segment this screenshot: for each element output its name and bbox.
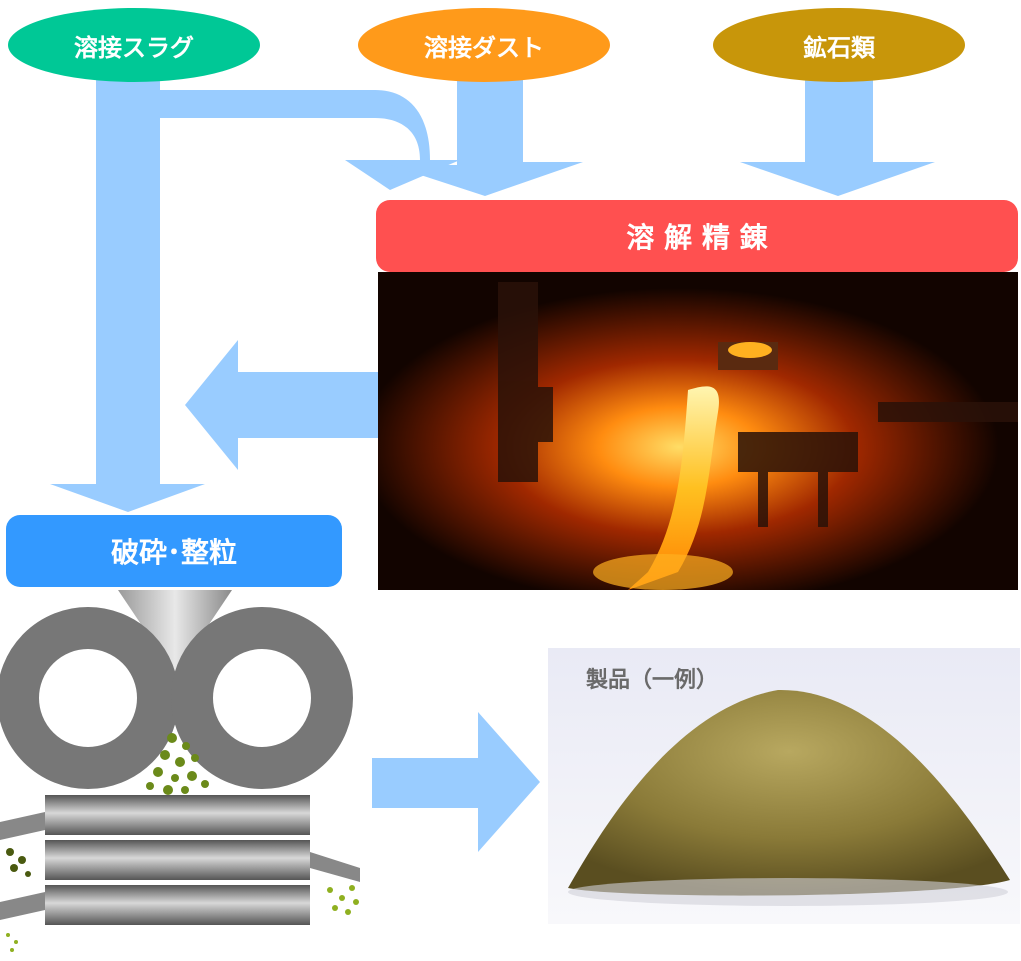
hopper (118, 590, 232, 675)
melt-banner-label: 溶 解 精 錬 (626, 221, 768, 254)
arrow-ore-to-melt (740, 78, 935, 196)
crush-banner: 破砕･整粒 (6, 515, 342, 587)
product-image (548, 648, 1020, 924)
input-ore-oval: 鉱石類 (713, 8, 965, 82)
arrow-slag-to-crush (50, 80, 205, 512)
crusher-illustration (0, 590, 360, 952)
input-dust-oval: 溶接ダスト (358, 8, 610, 82)
arrow-dust-to-melt (390, 78, 583, 196)
input-slag-oval: 溶接スラグ (8, 8, 260, 82)
product-label: 製品（一例） (586, 668, 719, 693)
input-slag-label: 溶接スラグ (74, 33, 194, 62)
input-dust-label: 溶接ダスト (424, 33, 544, 62)
arrow-crush-to-product (372, 712, 540, 852)
roller-right-icon (171, 607, 353, 789)
arrow-melt-to-crush (185, 340, 378, 470)
input-ore-label: 鉱石類 (803, 33, 875, 62)
roller-left-icon (0, 607, 179, 789)
crush-banner-label: 破砕･整粒 (110, 536, 237, 569)
melting-furnace-image (378, 272, 1018, 590)
melt-banner: 溶 解 精 錬 (376, 200, 1018, 272)
arrow-slag-to-melt (160, 90, 460, 190)
